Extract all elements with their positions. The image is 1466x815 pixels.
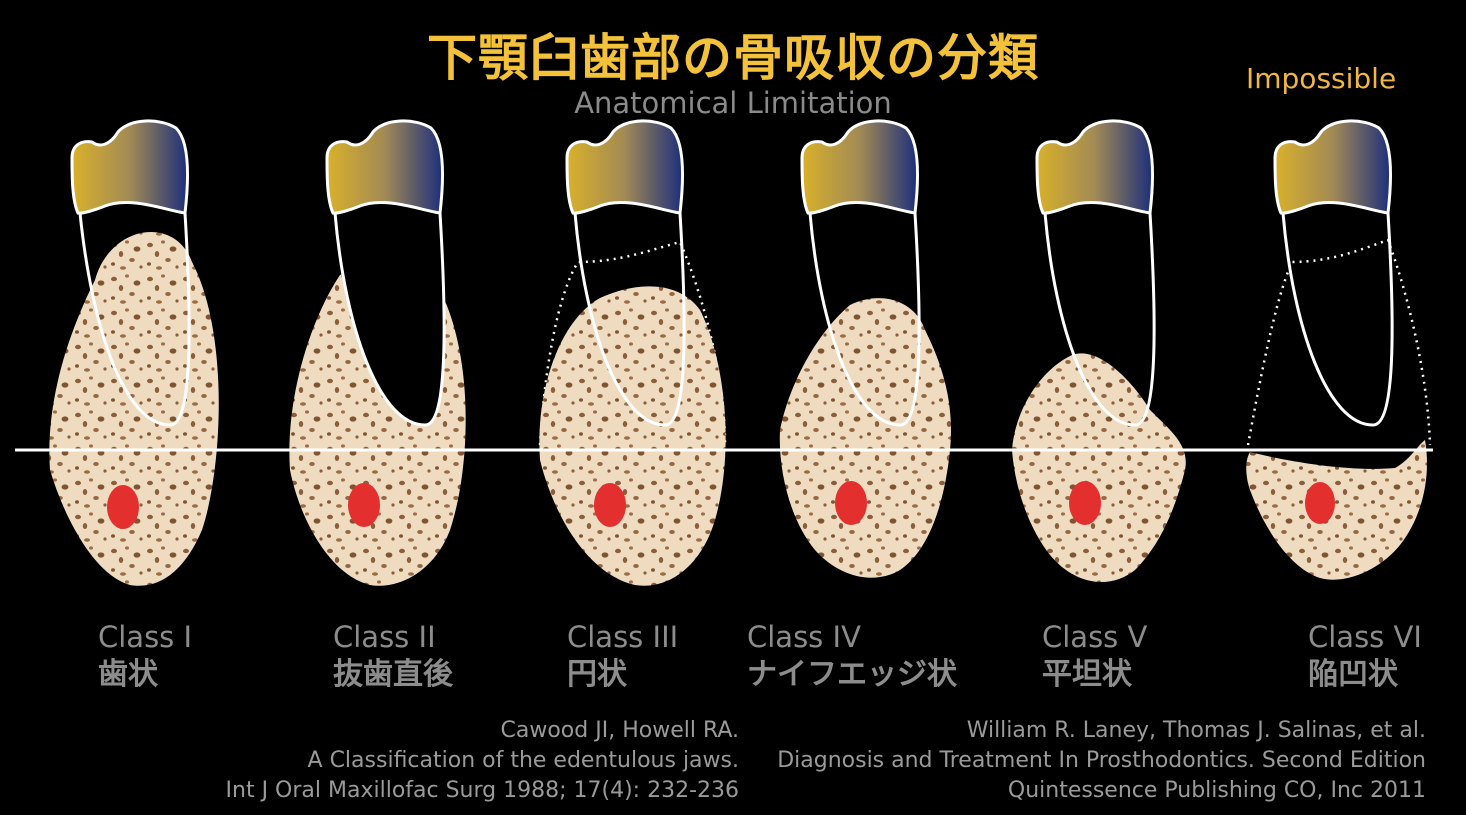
class-desc: ナイフエッジ状 <box>747 657 957 692</box>
class-6-label: Class VI 陥凹状 <box>1308 618 1422 694</box>
class-name: Class V <box>1042 620 1148 654</box>
tooth-crown <box>1273 119 1393 215</box>
mandibular-canal <box>1305 482 1335 524</box>
tooth-root-outline <box>1281 212 1394 427</box>
tooth-crown <box>800 119 920 215</box>
class-desc: 円状 <box>567 657 627 692</box>
class-name: Class II <box>333 620 436 654</box>
bone-cross-section <box>1246 440 1428 580</box>
mandibular-canal <box>348 483 380 527</box>
class-5-label: Class V 平坦状 <box>1042 618 1147 694</box>
tooth-root-outline <box>78 212 191 427</box>
tooth-crown <box>70 119 190 215</box>
class-desc: 平坦状 <box>1042 657 1132 692</box>
class-1-label: Class I 歯状 <box>98 618 192 694</box>
reference-line-text: Diagnosis and Treatment In Prosthodontic… <box>777 748 1426 773</box>
brand-logo: Impossible <box>1246 62 1397 95</box>
reference-line-text: A Classification of the edentulous jaws. <box>307 748 739 773</box>
reference-line-text: Int J Oral Maxillofac Surg 1988; 17(4): … <box>225 778 739 803</box>
bone-cross-section <box>539 286 726 586</box>
tooth-root-outline <box>573 212 686 427</box>
class-name: Class III <box>567 620 679 654</box>
class-name: Class VI <box>1308 620 1422 654</box>
bone-cross-section <box>779 298 951 578</box>
mandibular-canal <box>1069 481 1101 525</box>
tooth-socket-outline <box>333 212 446 427</box>
subtitle: Anatomical Limitation <box>574 86 892 120</box>
tooth-root-outline <box>808 212 921 427</box>
class-desc: 歯状 <box>98 657 158 692</box>
tooth-crown <box>565 119 685 215</box>
page-title: 下顎臼歯部の骨吸収の分類 <box>427 29 1039 87</box>
tooth-crown <box>325 119 445 215</box>
class-name: Class I <box>98 620 193 654</box>
class-3-label: Class III 円状 <box>567 618 678 694</box>
class-5-figure <box>1012 119 1186 582</box>
class-desc: 陥凹状 <box>1308 657 1398 692</box>
mandibular-canal <box>835 481 867 525</box>
reference-line-text: William R. Laney, Thomas J. Salinas, et … <box>966 718 1426 743</box>
tooth-root-outline <box>1043 212 1156 427</box>
lost-bone-dotted-outline <box>1246 238 1432 446</box>
class-desc: 抜歯直後 <box>333 657 453 692</box>
reference-line-text: Quintessence Publishing CO, Inc 2011 <box>1007 778 1426 803</box>
bone-cross-section <box>1012 353 1186 582</box>
class-3-figure <box>538 119 727 586</box>
reference-line-text: Cawood JI, Howell RA. <box>500 718 739 743</box>
reference-right: William R. Laney, Thomas J. Salinas, et … <box>777 716 1426 806</box>
class-4-figure <box>779 119 951 578</box>
class-2-label: Class II 抜歯直後 <box>333 618 453 694</box>
mandibular-canal <box>594 483 626 527</box>
class-2-figure <box>289 119 466 586</box>
mandibular-canal <box>107 485 139 529</box>
class-4-label: Class IV ナイフエッジ状 <box>747 618 957 694</box>
class-1-figure <box>49 119 219 586</box>
tooth-crown <box>1035 119 1155 215</box>
reference-left: Cawood JI, Howell RA. A Classification o… <box>226 716 739 806</box>
class-6-figure <box>1246 119 1432 580</box>
bone-cross-section <box>49 232 219 586</box>
class-name: Class IV <box>747 620 861 654</box>
